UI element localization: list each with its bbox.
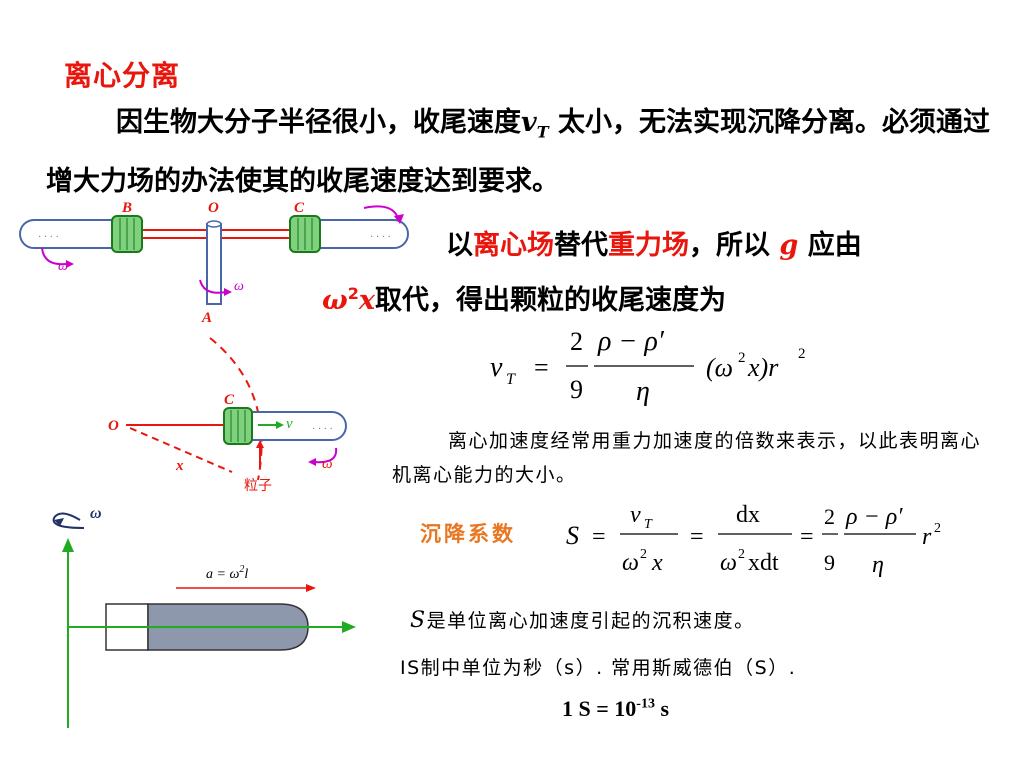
svg-text:· · · ·: · · · · xyxy=(38,232,59,243)
centrifugal-field-term: 离心场 xyxy=(473,230,554,261)
intro-text-2: 太小，无法实现沉降分离。必须通过增大力场的办法使其的收尾速度达到要求。 xyxy=(46,107,991,198)
label-O: O xyxy=(108,418,119,434)
label-particle: 粒子 xyxy=(244,478,272,494)
svg-text:· · · ·: · · · · xyxy=(312,424,333,435)
omega-symbol: ω xyxy=(322,285,348,316)
svg-text:2: 2 xyxy=(824,504,835,529)
label-omega: ω xyxy=(322,456,333,472)
vt-symbol: vT xyxy=(521,107,549,142)
centrifugal-note: 离心加速度经常用重力加速度的倍数来表示，以此表明离心机离心能力的大小。 xyxy=(392,430,982,486)
label-O: O xyxy=(208,200,219,216)
svg-text:S: S xyxy=(566,521,579,550)
svg-text:xdt: xdt xyxy=(748,550,779,576)
gravity-field-term: 重力场 xyxy=(608,230,689,261)
svg-text:=: = xyxy=(690,524,704,550)
label-A: A xyxy=(201,310,212,326)
svg-text:T: T xyxy=(644,517,653,532)
s-unit: IS制中单位为秒（s）. 常用斯威德伯（S）. xyxy=(400,657,797,679)
svg-text:=: = xyxy=(534,353,549,382)
label-B: B xyxy=(121,200,132,216)
svg-text:=: = xyxy=(592,524,606,550)
acceleration-label: a = ω2l xyxy=(206,564,248,582)
svg-text:v: v xyxy=(630,502,641,528)
label-C: C xyxy=(294,200,305,216)
svg-text:dx: dx xyxy=(736,502,760,528)
replacement-paragraph: 以离心场替代重力场，所以 g 应由 ω2x取代，得出颗粒的收尾速度为 xyxy=(322,230,862,316)
svg-text:x: x xyxy=(651,550,663,576)
svg-text:ω: ω xyxy=(622,550,639,576)
svg-text:x)r: x)r xyxy=(747,353,779,382)
particle-diagram: · · · · C O v x ω 粒子 xyxy=(108,337,347,494)
omega-left: ω xyxy=(58,259,68,274)
rotor-diagram: · · · · · · · · B O C A ω ω xyxy=(19,200,409,326)
svg-text:T: T xyxy=(506,371,516,388)
svg-text:ω: ω xyxy=(720,550,737,576)
svg-text:r: r xyxy=(922,524,932,550)
omega-label: ω xyxy=(90,505,102,522)
svg-text:2: 2 xyxy=(934,521,941,536)
g-symbol: g xyxy=(779,230,799,261)
terminal-velocity-formula: v T = 2 9 ρ − ρ′ η (ω 2 x)r 2 xyxy=(490,326,806,407)
svedberg-equation: 1 S = 10-13 s xyxy=(562,696,670,721)
svg-text:v: v xyxy=(490,352,503,383)
acceleration-diagram: ω a = ω2l xyxy=(52,505,356,728)
svg-text:ρ − ρ′: ρ − ρ′ xyxy=(597,326,665,357)
svg-text:2: 2 xyxy=(738,547,745,562)
svg-text:9: 9 xyxy=(824,550,835,575)
label-C: C xyxy=(224,392,235,408)
svg-text:9: 9 xyxy=(570,375,583,404)
svg-text:η: η xyxy=(872,552,884,578)
label-v: v xyxy=(286,416,293,432)
svg-text:(ω: (ω xyxy=(706,353,733,382)
svg-text:η: η xyxy=(636,376,650,407)
page-title: 离心分离 xyxy=(64,59,181,92)
sedimentation-formula: S = v T ω 2 x = dx ω 2 xdt = 2 9 ρ − ρ′ … xyxy=(566,502,941,578)
svg-text:ρ − ρ′: ρ − ρ′ xyxy=(845,504,903,530)
svg-text:2: 2 xyxy=(738,350,746,366)
intro-text-1: 因生物大分子半径很小，收尾速度 xyxy=(116,107,521,138)
intro-paragraph: 因生物大分子半径很小，收尾速度vT 太小，无法实现沉降分离。必须通过增大力场的办… xyxy=(46,98,991,207)
label-x: x xyxy=(175,458,184,474)
svg-text:· · · ·: · · · · xyxy=(370,232,391,243)
sedimentation-label: 沉降系数 xyxy=(420,522,516,546)
omega-axle: ω xyxy=(234,279,244,294)
s-definition: S是单位离心加速度引起的沉积速度。 xyxy=(410,608,755,633)
svg-text:2: 2 xyxy=(570,327,583,356)
svg-text:=: = xyxy=(800,524,814,550)
svg-text:2: 2 xyxy=(798,346,806,362)
svg-text:2: 2 xyxy=(640,547,647,562)
